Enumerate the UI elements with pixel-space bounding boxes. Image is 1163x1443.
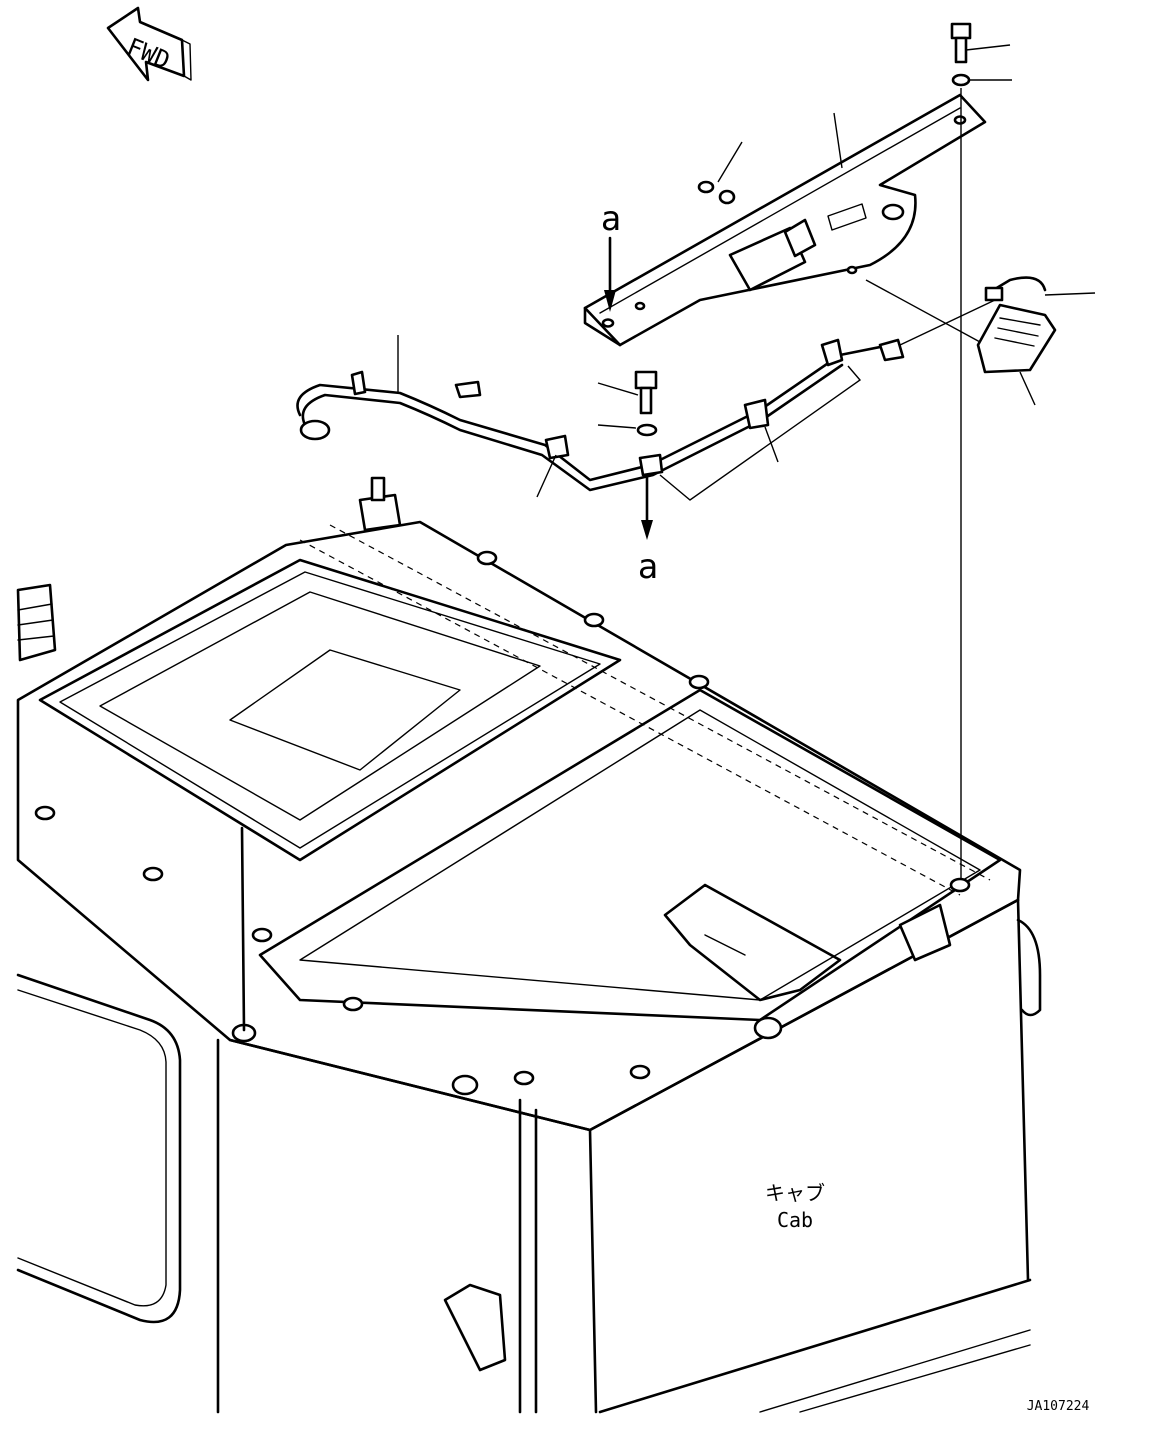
- bolt-middle: [597, 370, 658, 437]
- lamp-bracket: [583, 93, 987, 347]
- reference-arrow-a-top: a: [601, 199, 621, 312]
- wiring-harness: [296, 335, 905, 501]
- cab-label-en: Cab: [777, 1208, 813, 1232]
- drawing-code: JA107224: [1027, 1399, 1090, 1414]
- reference-label-a-bottom: a: [638, 547, 658, 587]
- fwd-arrow: FWD: [106, 6, 192, 82]
- leader-lines: [717, 88, 996, 880]
- cab-label: キャブ Cab: [765, 1181, 825, 1232]
- reference-arrow-a-bottom: a: [638, 476, 658, 587]
- cab-body: [16, 476, 1042, 1414]
- bolt-top: [950, 22, 1012, 87]
- work-lamp: [976, 276, 1096, 406]
- cab-label-jp: キャブ: [765, 1181, 825, 1205]
- nut-washer-set: [697, 180, 736, 205]
- reference-label-a-top: a: [601, 199, 621, 239]
